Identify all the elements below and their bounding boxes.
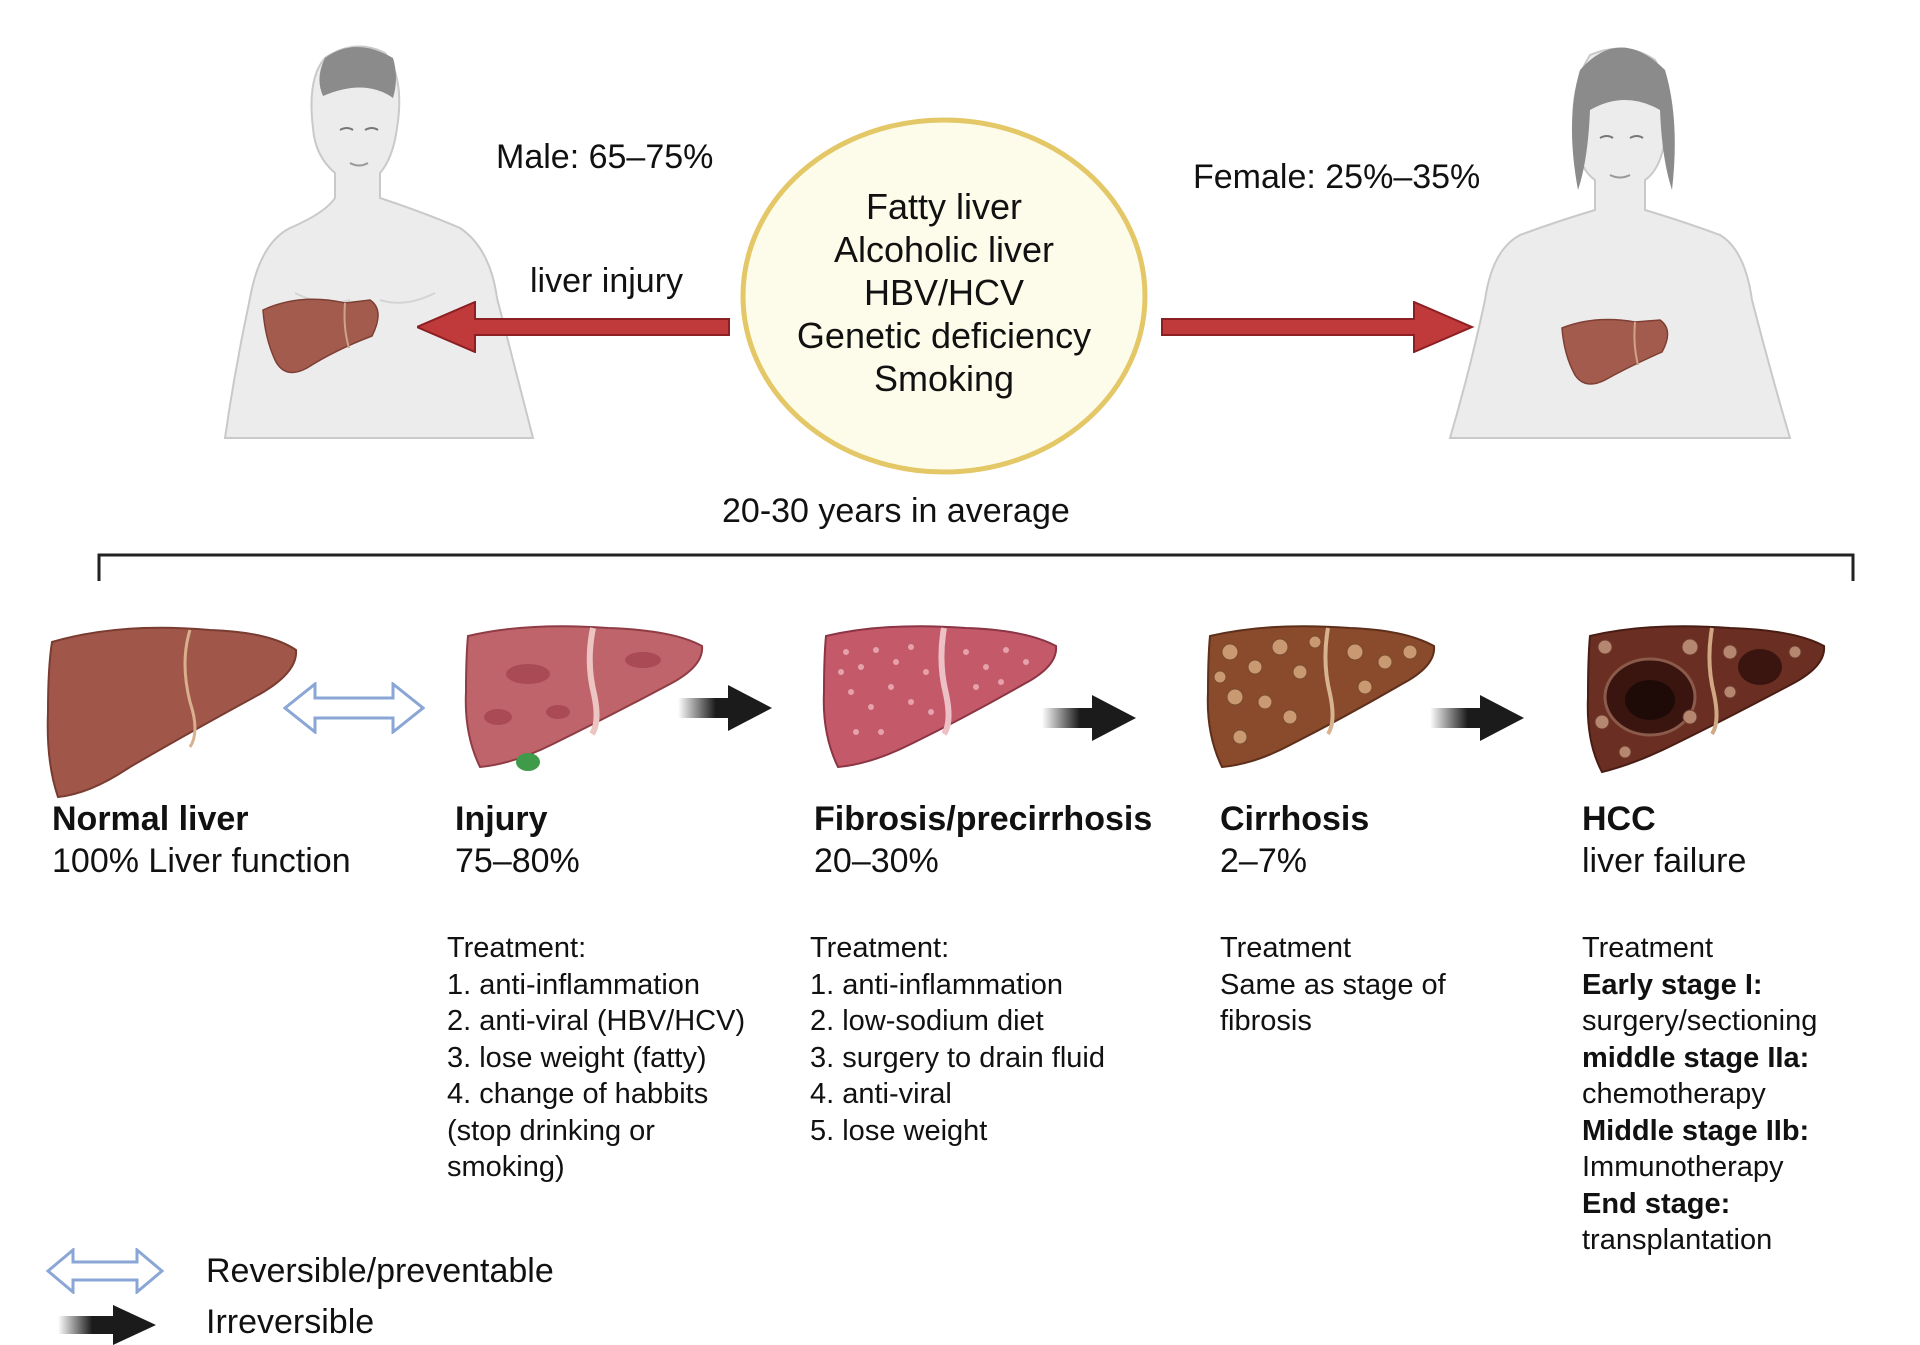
cirrhotic-liver-illustration xyxy=(1206,625,1436,769)
stage-value-fibrosis: 20–30% xyxy=(814,842,939,880)
treatment-line: Same as stage of xyxy=(1220,968,1446,1001)
red-arrow-right xyxy=(1161,301,1475,353)
treatment-line: smoking) xyxy=(447,1151,565,1183)
treatment-line: Treatment xyxy=(1220,932,1352,964)
reversible-double-arrow xyxy=(283,682,425,734)
stage-value-hcc: liver failure xyxy=(1582,842,1747,880)
fibrotic-liver-illustration xyxy=(822,625,1058,769)
treatment-line: 2. low-sodium diet xyxy=(810,1005,1044,1037)
stage-name-fibrosis: Fibrosis/precirrhosis xyxy=(814,800,1153,838)
treatment-line: 2. anti-viral (HBV/HCV) xyxy=(447,1005,746,1037)
timeline-bracket xyxy=(97,553,1855,581)
stage-value-injury: 75–80% xyxy=(455,842,580,880)
treatment-line: 5. lose weight xyxy=(810,1114,988,1147)
treatment-fibrosis: Treatment: 1. anti-inflammation 2. low-s… xyxy=(810,930,1105,1149)
stage-value-normal: 100% Liver function xyxy=(52,842,351,880)
hcc-stage-therapy: surgery/sectioning xyxy=(1582,1005,1818,1037)
cause-item: Fatty liver xyxy=(865,186,1023,227)
treatment-line: 3. lose weight (fatty) xyxy=(447,1041,707,1074)
treatment-line: 1. anti-inflammation xyxy=(810,968,1064,1001)
treatment-line: Treatment: xyxy=(810,932,950,964)
treatment-line: 4. anti-viral xyxy=(810,1078,952,1110)
causes-list: Fatty liver Alcoholic liver HBV/HCV Gene… xyxy=(738,185,1150,400)
female-percentage-label: Female: 25%–35% xyxy=(1193,158,1481,196)
legend-reversible-label: Reversible/preventable xyxy=(206,1252,554,1290)
stage-name-cirrhosis: Cirrhosis xyxy=(1220,800,1370,838)
hcc-stage-label: Middle stage IIb: xyxy=(1582,1114,1810,1147)
irreversible-arrow xyxy=(1430,695,1524,741)
male-percentage-label: Male: 65–75% xyxy=(496,138,714,176)
cause-item: Alcoholic liver xyxy=(833,229,1055,270)
stage-name-normal: Normal liver xyxy=(52,800,249,838)
injured-liver-illustration xyxy=(464,625,704,771)
treatment-line: 4. change of habbits xyxy=(447,1078,709,1110)
legend-irreversible-arrow-icon xyxy=(58,1305,156,1345)
treatment-line: fibrosis xyxy=(1220,1005,1312,1037)
cause-item: HBV/HCV xyxy=(863,272,1025,313)
hcc-stage-therapy: transplantation xyxy=(1582,1224,1773,1256)
hcc-stage-label: End stage: xyxy=(1582,1187,1731,1220)
treatment-cirrhosis: Treatment Same as stage of fibrosis xyxy=(1220,930,1446,1040)
treatment-hcc: Treatment Early stage I: surgery/section… xyxy=(1582,930,1817,1259)
stage-name-injury: Injury xyxy=(455,800,548,838)
treatment-line: Treatment: xyxy=(447,932,587,964)
liver-injury-label: liver injury xyxy=(530,262,684,300)
cause-item: Genetic deficiency xyxy=(796,315,1092,356)
treatment-injury: Treatment: 1. anti-inflammation 2. anti-… xyxy=(447,930,745,1186)
red-arrow-left xyxy=(417,301,730,353)
hcc-stage-label: middle stage IIa: xyxy=(1582,1041,1810,1074)
male-body-illustration xyxy=(223,45,535,439)
stage-value-cirrhosis: 2–7% xyxy=(1220,842,1307,880)
treatment-line: (stop drinking or xyxy=(447,1114,655,1147)
irreversible-arrow xyxy=(1042,695,1136,741)
irreversible-arrow xyxy=(678,685,772,731)
female-body-illustration xyxy=(1448,47,1792,439)
legend-irreversible-label: Irreversible xyxy=(206,1303,375,1341)
hcc-stage-therapy: Immunotherapy xyxy=(1582,1151,1784,1183)
normal-liver-illustration xyxy=(46,626,298,799)
timeline-label: 20-30 years in average xyxy=(722,492,1070,530)
stage-name-hcc: HCC xyxy=(1582,800,1656,838)
treatment-line: 3. surgery to drain fluid xyxy=(810,1041,1105,1074)
treatment-line: 1. anti-inflammation xyxy=(447,968,701,1001)
causes-circle xyxy=(740,117,1148,475)
hcc-stage-label: Early stage I: xyxy=(1582,968,1763,1001)
hcc-liver-illustration xyxy=(1586,625,1826,774)
treatment-heading: Treatment xyxy=(1582,932,1714,964)
legend-reversible-arrow-icon xyxy=(46,1248,164,1294)
hcc-stage-therapy: chemotherapy xyxy=(1582,1078,1766,1110)
cause-item: Smoking xyxy=(873,358,1015,399)
